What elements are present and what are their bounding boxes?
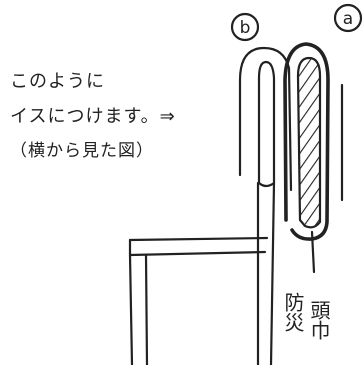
caption-line-2: イスにつけます。⇒	[10, 106, 176, 127]
caption-line-3: （横から見た図）	[10, 141, 154, 161]
object-b-outer	[238, 46, 293, 192]
object-a-inner	[296, 56, 322, 229]
label-b: b	[240, 18, 251, 38]
object-b-inner	[257, 60, 276, 188]
leader-line	[310, 230, 316, 274]
bousai-zukin-label: 防災 頭巾	[281, 292, 331, 340]
chair-seat	[128, 236, 269, 257]
label-bousai: 防災	[281, 292, 305, 332]
label-a-circle	[333, 3, 363, 33]
caption-line-1: このように	[10, 71, 105, 92]
label-zukin: 頭巾	[307, 300, 331, 340]
chair-back-post	[256, 181, 276, 365]
object-a-outer	[283, 42, 330, 241]
label-b-circle	[230, 12, 260, 42]
label-a: a	[343, 9, 353, 29]
caption: このように イスにつけます。⇒ （横から見た図）	[10, 64, 176, 169]
chair-front-leg	[128, 253, 149, 365]
